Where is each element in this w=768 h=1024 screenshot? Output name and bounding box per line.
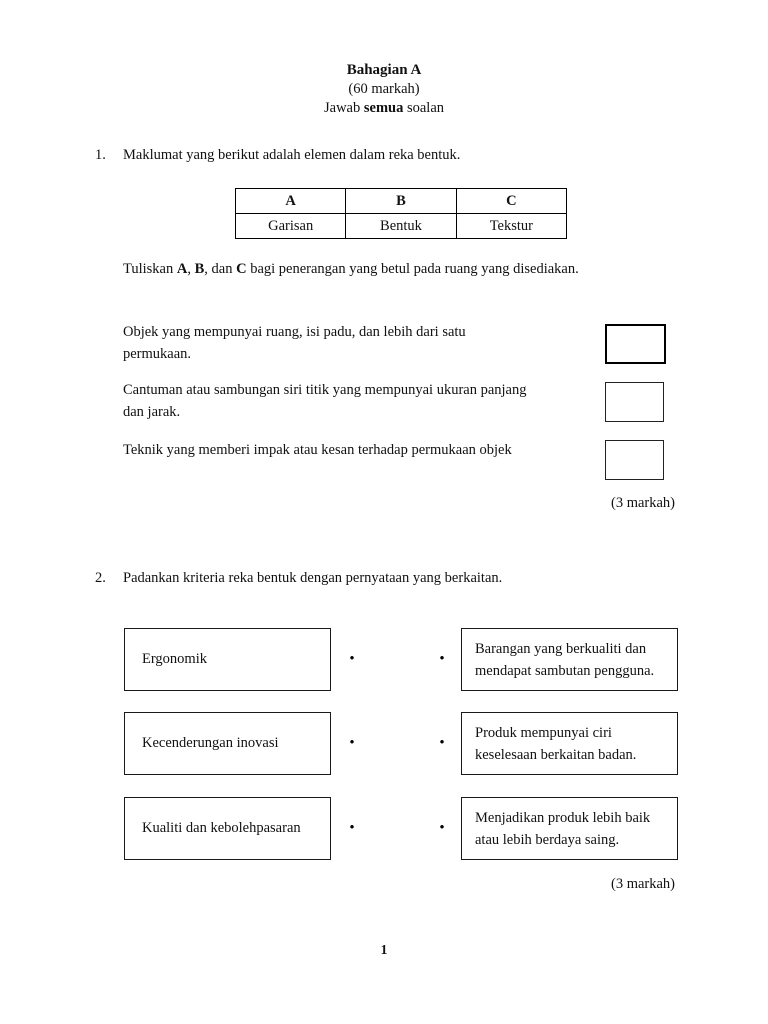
match-dot-left-2[interactable]: • — [349, 735, 355, 751]
q2-criteria-box-inovasi: Kecenderungan inovasi — [124, 712, 331, 775]
criteria-label: Kualiti dan kebolehpasaran — [142, 820, 301, 836]
q1-answer-box-3[interactable] — [605, 440, 664, 480]
q1-marks: (3 markah) — [610, 495, 675, 511]
q1-statement-1: Objek yang mempunyai ruang, isi padu, da… — [123, 324, 466, 362]
q1-answer-box-2[interactable] — [605, 382, 664, 422]
q2-criteria-box-ergonomik: Ergonomik — [124, 628, 331, 691]
q1-statement-3: Teknik yang memberi impak atau kesan ter… — [123, 442, 512, 458]
section-total-marks: (60 markah) — [348, 81, 420, 97]
q2-statement-box-1: Barangan yang berkualiti dan mendapat sa… — [461, 628, 678, 691]
table-cell-bentuk: Bentuk — [345, 213, 457, 239]
q1-instruction: Tuliskan A, B, dan C bagi penerangan yan… — [123, 261, 579, 277]
question-2-text: Padankan kriteria reka bentuk dengan per… — [123, 570, 503, 586]
match-dot-right-2[interactable]: • — [439, 735, 445, 751]
question-1-number: 1. — [95, 147, 106, 163]
q2-statement-box-2: Produk mempunyai ciri keselesaan berkait… — [461, 712, 678, 775]
q2-statement-box-3: Menjadikan produk lebih baik atau lebih … — [461, 797, 678, 860]
page-number: 1 — [380, 942, 388, 957]
table-cell-tekstur: Tekstur — [455, 213, 568, 239]
q2-marks: (3 markah) — [610, 876, 675, 892]
criteria-label: Kecenderungan inovasi — [142, 735, 279, 751]
section-title: Bahagian A — [346, 62, 422, 78]
table-header-row: A B C — [234, 188, 568, 214]
table-header-c: C — [455, 188, 568, 214]
section-instruction: Jawab semua soalan — [323, 100, 445, 116]
table-header-b: B — [345, 188, 457, 214]
match-dot-right-1[interactable]: • — [439, 651, 445, 667]
q1-elements-table: A B C Garisan Bentuk Tekstur — [234, 188, 568, 239]
question-2-prompt: 2. Padankan kriteria reka bentuk dengan p… — [95, 570, 502, 587]
table-cell-garisan: Garisan — [234, 213, 347, 239]
match-dot-left-1[interactable]: • — [349, 651, 355, 667]
table-header-a: A — [234, 188, 347, 214]
q1-answer-box-1[interactable] — [605, 324, 666, 364]
match-dot-left-3[interactable]: • — [349, 820, 355, 836]
q2-criteria-box-kualiti: Kualiti dan kebolehpasaran — [124, 797, 331, 860]
question-1-prompt: 1. Maklumat yang berikut adalah elemen da… — [95, 147, 460, 164]
match-dot-right-3[interactable]: • — [439, 820, 445, 836]
section-header: Bahagian A (60 markah) Jawab semua soala… — [0, 61, 768, 118]
criteria-label: Ergonomik — [142, 651, 207, 667]
table-value-row: Garisan Bentuk Tekstur — [234, 213, 568, 239]
question-1-text: Maklumat yang berikut adalah elemen dala… — [123, 147, 461, 163]
question-2-number: 2. — [95, 570, 106, 586]
q1-statement-2: Cantuman atau sambungan siri titik yang … — [123, 382, 527, 420]
